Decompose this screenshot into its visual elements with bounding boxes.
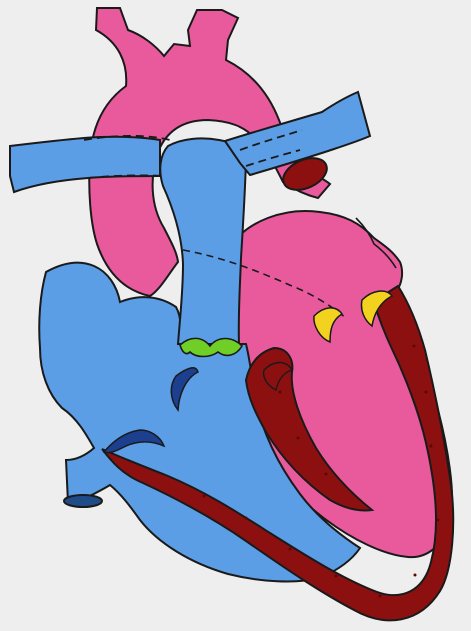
inferior-vena-cava-opening	[64, 495, 102, 507]
